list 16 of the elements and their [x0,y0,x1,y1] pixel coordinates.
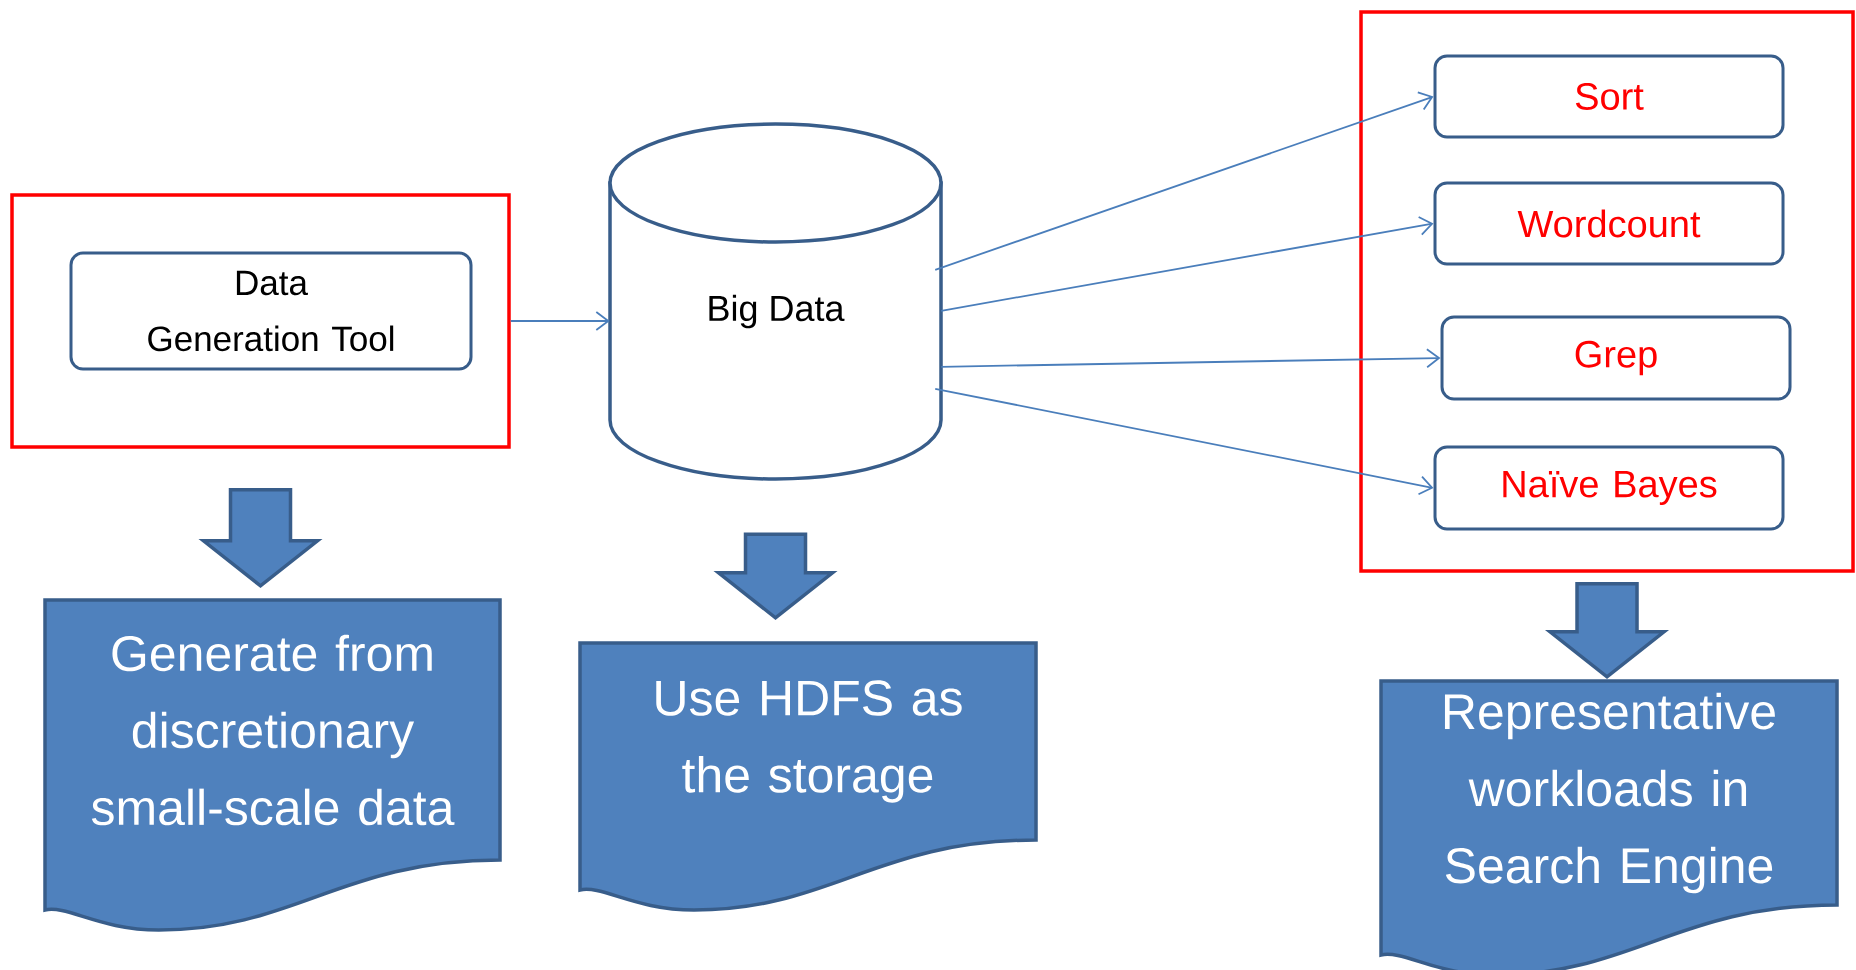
process-box: Naïve Bayes [1433,445,1785,531]
group-frame [1359,10,1855,573]
arrow [940,348,1441,369]
process-box: Data Generation Tool [69,251,473,371]
block-arrow [713,532,838,621]
database-cylinder: Big Data [608,122,943,481]
arrow [509,311,610,331]
arrow [940,216,1434,312]
process-box: Grep [1440,315,1792,401]
process-box: Wordcount [1433,181,1785,266]
group-frame [10,193,511,449]
block-arrow [198,488,323,589]
arrow [934,91,1434,271]
block-arrow [1544,582,1670,680]
process-box: Sort [1433,54,1785,139]
arrow [934,387,1434,496]
